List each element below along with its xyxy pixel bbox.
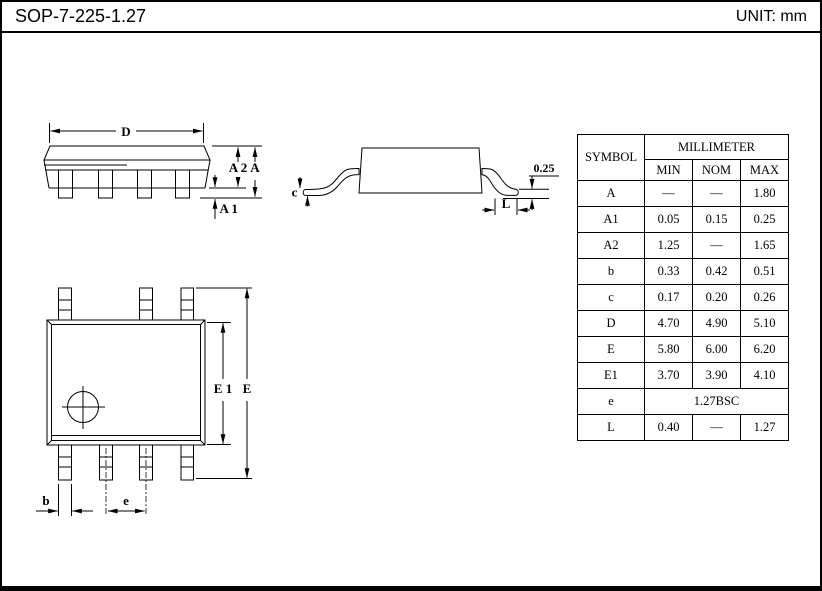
cell-max: 1.80 (740, 180, 789, 207)
cell-nom: — (692, 180, 741, 207)
cell-symbol: A2 (577, 232, 645, 259)
cell-max: 1.27 (740, 414, 789, 441)
cell-nom: — (692, 232, 741, 259)
table-row-A1: A1 0.05 0.15 0.25 (577, 206, 789, 233)
dimension-table: SYMBOL MILLIMETER MIN NOM MAX A — — 1.80… (577, 134, 789, 441)
table-row-b: b 0.33 0.42 0.51 (577, 258, 789, 285)
end-view: c 0.25 L (292, 147, 559, 215)
cell-min: 3.70 (644, 362, 693, 389)
dim-label-A2: A 2 (229, 160, 247, 175)
cell-min: 0.40 (644, 414, 693, 441)
dim-label-e: e (123, 493, 129, 508)
cell-min: 4.70 (644, 310, 693, 337)
cell-min: 0.05 (644, 206, 693, 233)
cell-symbol: L (577, 414, 645, 441)
cell-nom: 0.20 (692, 284, 741, 311)
bottom-row-pins (58, 444, 194, 481)
table-row-E: E 5.80 6.00 6.20 (577, 336, 789, 363)
cell-max: 0.26 (740, 284, 789, 311)
dim-label-E: E (243, 381, 252, 396)
cell-min: 1.25 (644, 232, 693, 259)
cell-min: 0.17 (644, 284, 693, 311)
side-view-leads (58, 169, 190, 199)
unit-label: UNIT: mm (735, 7, 807, 25)
cell-nom: 6.00 (692, 336, 741, 363)
cell-nom: 0.42 (692, 258, 741, 285)
cell-nom: 0.15 (692, 206, 741, 233)
table-row-E1: E1 3.70 3.90 4.10 (577, 362, 789, 389)
table-row-L: L 0.40 — 1.27 (577, 414, 789, 441)
cell-symbol: A (577, 180, 645, 207)
table-row-D: D 4.70 4.90 5.10 (577, 310, 789, 337)
cell-symbol: e (577, 388, 645, 415)
cell-max: 6.20 (740, 336, 789, 363)
cell-symbol: A1 (577, 206, 645, 233)
dim-label-A1: A 1 (220, 201, 238, 216)
dim-label-A: A (250, 160, 260, 175)
col-header-min: MIN (644, 159, 693, 181)
title-bar: SOP-7-225-1.27 UNIT: mm (2, 2, 820, 33)
dim-label-E1: E 1 (214, 381, 232, 396)
dim-label-D: D (121, 124, 130, 139)
col-header-max: MAX (740, 159, 789, 181)
cell-max: 1.65 (740, 232, 789, 259)
table-row-A2: A2 1.25 — 1.65 (577, 232, 789, 259)
cell-max: 4.10 (740, 362, 789, 389)
dim-label-b: b (42, 493, 49, 508)
cell-symbol: c (577, 284, 645, 311)
side-view: D A 2 A A 1 (43, 123, 262, 219)
cell-nom: 4.90 (692, 310, 741, 337)
cell-nom: 3.90 (692, 362, 741, 389)
cell-span-value: 1.27BSC (644, 388, 789, 415)
cell-symbol: D (577, 310, 645, 337)
page-title: SOP-7-225-1.27 (15, 6, 147, 26)
cell-max: 5.10 (740, 310, 789, 337)
col-header-nom: NOM (692, 159, 741, 181)
dim-label-c: c (292, 185, 298, 200)
cell-max: 0.25 (740, 206, 789, 233)
pin1-index-marker (62, 386, 105, 429)
cell-nom: — (692, 414, 741, 441)
dim-label-L: L (502, 196, 511, 211)
table-row-e: e 1.27BSC (577, 388, 789, 415)
cell-symbol: E (577, 336, 645, 363)
col-header-millimeter: MILLIMETER (644, 134, 789, 160)
cell-min: — (644, 180, 693, 207)
table-row-A: A — — 1.80 (577, 180, 789, 207)
cell-symbol: b (577, 258, 645, 285)
col-header-symbol: SYMBOL (577, 134, 645, 181)
top-row-pins (58, 287, 194, 321)
dim-label-standoff: 0.25 (534, 161, 555, 175)
cell-symbol: E1 (577, 362, 645, 389)
cell-min: 0.33 (644, 258, 693, 285)
cell-min: 5.80 (644, 336, 693, 363)
cell-max: 0.51 (740, 258, 789, 285)
table-row-c: c 0.17 0.20 0.26 (577, 284, 789, 311)
top-view: b e E 1 E (36, 287, 252, 516)
